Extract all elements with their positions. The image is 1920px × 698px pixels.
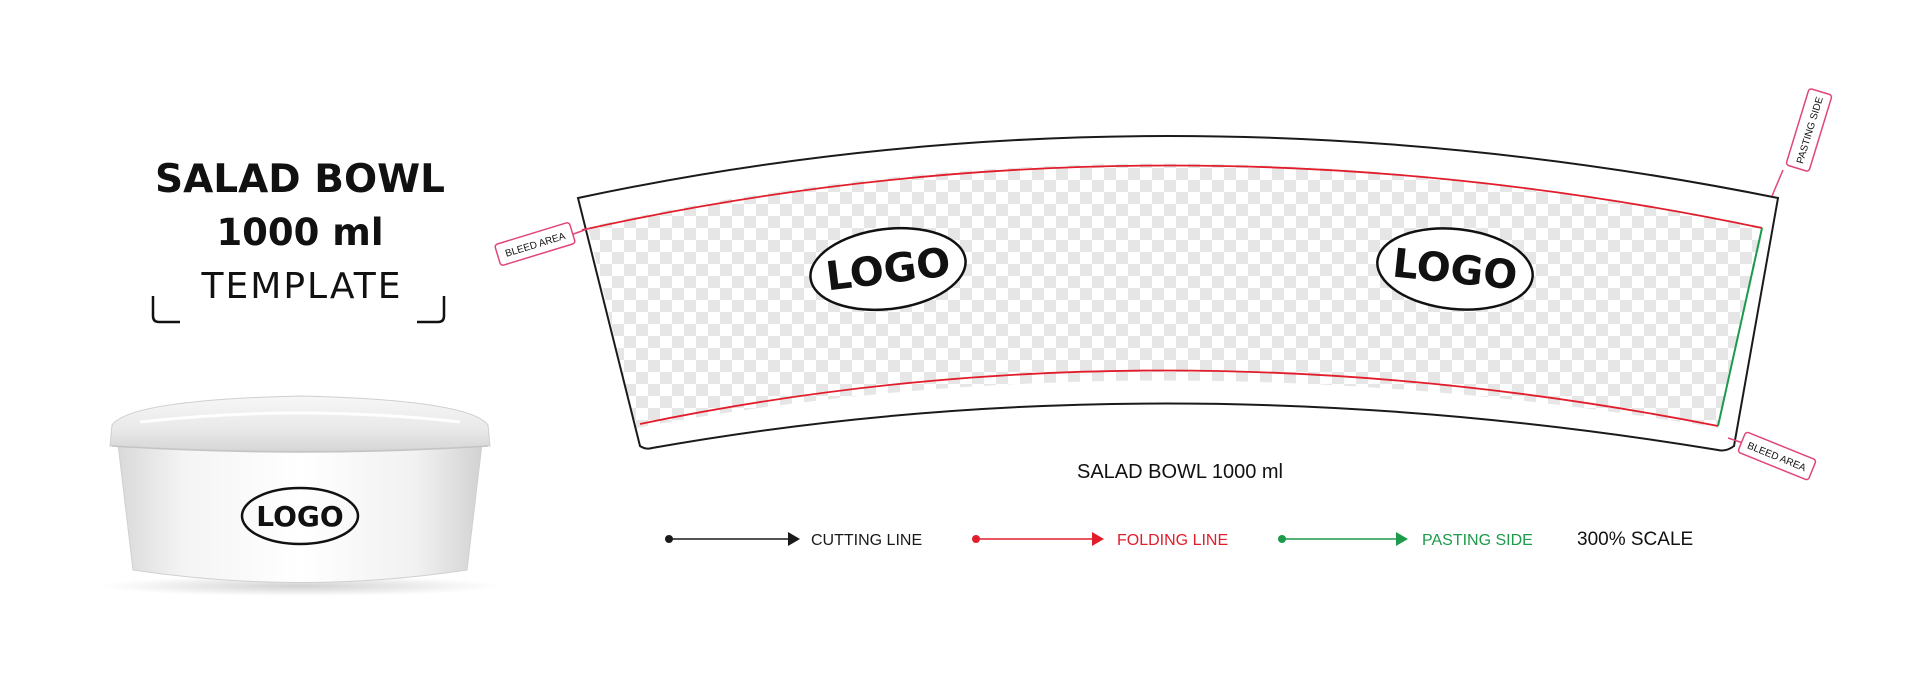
bowl-mockup: LOGO (100, 395, 500, 596)
bowl-logo-text: LOGO (256, 500, 343, 533)
bracket-left (151, 296, 180, 324)
pasting-side-line (1717, 227, 1763, 427)
legend-cutting-arrow (788, 532, 800, 546)
legend-folding-arrow (1092, 532, 1104, 546)
legend: CUTTING LINE FOLDING LINE PASTING SIDE 3… (665, 529, 1693, 550)
legend-pasting: PASTING SIDE (1278, 532, 1533, 549)
bowl-rim-line (111, 445, 489, 453)
bowl-lid (109, 395, 491, 452)
bowl-shadow (100, 576, 500, 596)
legend-pasting-label: PASTING SIDE (1422, 532, 1533, 549)
legend-pasting-arrow (1396, 532, 1408, 546)
dieline: LOGO LOGO BLEED AREA PASTING SIDE (494, 88, 1833, 483)
legend-cutting: CUTTING LINE (665, 532, 922, 549)
bleed-area (588, 163, 1764, 428)
dieline-logo-right: LOGO (1376, 227, 1534, 311)
title-line-2: 1000 ml (216, 211, 383, 254)
pasting-callout: PASTING SIDE (1771, 88, 1833, 197)
bracket-right (417, 296, 446, 324)
folding-line-top (581, 164, 1763, 231)
dieline-caption: SALAD BOWL 1000 ml (1077, 461, 1283, 483)
template-subtitle: TEMPLATE (201, 266, 403, 307)
folding-line-bottom (639, 369, 1719, 427)
bowl-body (117, 443, 483, 583)
title-line-1: SALAD BOWL (155, 157, 445, 202)
pasting-callout-leader (1771, 169, 1784, 197)
pasting-tag (1785, 88, 1833, 172)
legend-folding: FOLDING LINE (972, 532, 1228, 549)
logo-left-oval (809, 226, 967, 312)
logo-right-oval (1376, 227, 1534, 311)
legend-scale: 300% SCALE (1577, 529, 1693, 550)
dieline-logo-left: LOGO (809, 226, 967, 312)
bleed-callout-left: BLEED AREA (494, 222, 591, 266)
bleed-callout-right: BLEED AREA (1727, 431, 1817, 481)
bleed-tag-right (1737, 431, 1817, 481)
cutting-line-outline (576, 135, 1780, 452)
bleed-tag-left (494, 222, 576, 266)
title-block: SALAD BOWL 1000 ml TEMPLATE (151, 157, 446, 324)
bowl-logo-oval (240, 486, 360, 546)
legend-cutting-label: CUTTING LINE (811, 532, 922, 549)
legend-folding-label: FOLDING LINE (1117, 532, 1228, 549)
bowl-lid-highlight (139, 411, 461, 424)
